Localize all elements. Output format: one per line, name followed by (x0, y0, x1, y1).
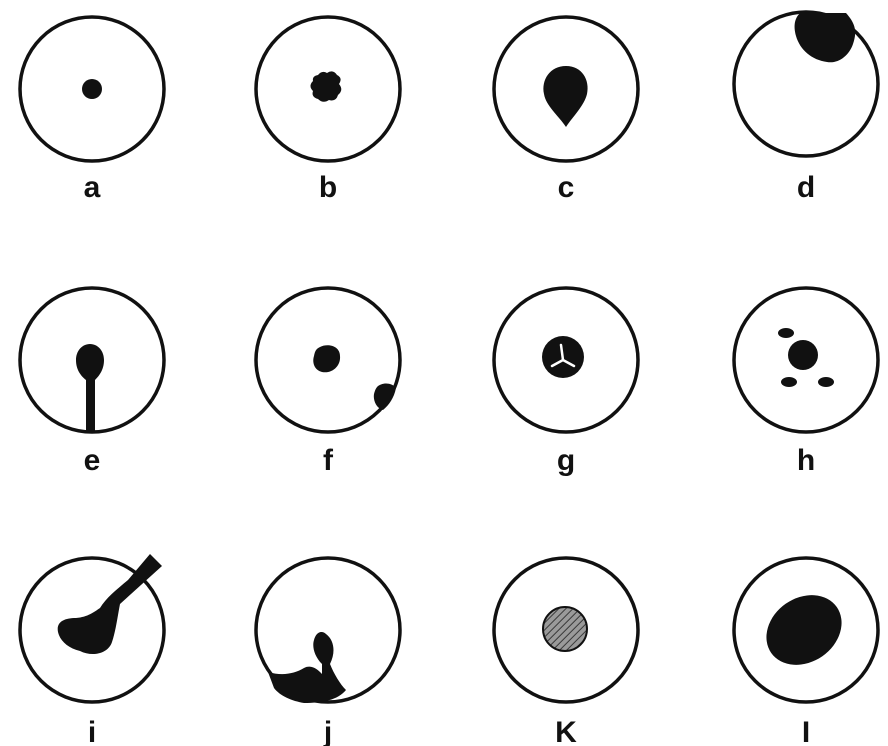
inclusion-edge-bump (374, 384, 396, 410)
panel-label: f (323, 444, 334, 477)
panel-a: a (20, 17, 164, 204)
panel-label: a (84, 171, 101, 204)
inclusion-protruding-arm (58, 554, 162, 654)
inclusion-teardrop (543, 66, 587, 127)
inclusion-edge-blob (795, 13, 856, 62)
panel-h: h (734, 288, 878, 477)
satellite-dot (781, 377, 797, 387)
panel-label: I (802, 716, 810, 746)
panel-l: I (734, 558, 878, 746)
panel-label: d (797, 171, 815, 204)
panel-label: c (558, 171, 575, 204)
panel-c: c (494, 17, 638, 204)
panel-f: f (256, 288, 400, 477)
panel-j: j (256, 558, 400, 746)
inclusion-central-dot (788, 340, 818, 370)
panel-label: i (88, 716, 96, 746)
panel-label: e (84, 444, 101, 477)
panel-label: h (797, 444, 815, 477)
panel-d: d (734, 12, 878, 204)
panel-label: j (323, 716, 332, 746)
panel-label: b (319, 171, 337, 204)
panel-g: g (494, 288, 638, 477)
panel-i: i (20, 554, 164, 746)
inclusion-stalked-bulb (76, 344, 104, 431)
panel-label: g (557, 444, 575, 477)
inclusion-centered-dot (82, 79, 102, 99)
inclusion-hatched-disc (543, 607, 587, 651)
inclusion-irregular-cluster (311, 71, 342, 101)
inclusion-small-blob (313, 345, 340, 372)
panel-label: K (555, 716, 577, 746)
panel-k: K (494, 558, 638, 746)
satellite-dot (778, 328, 794, 338)
panel-b: b (256, 17, 400, 204)
inclusion-edge-mass (268, 632, 346, 703)
satellite-dot (818, 377, 834, 387)
panel-e: e (20, 288, 164, 477)
inclusion-large-ellipse (753, 581, 855, 679)
